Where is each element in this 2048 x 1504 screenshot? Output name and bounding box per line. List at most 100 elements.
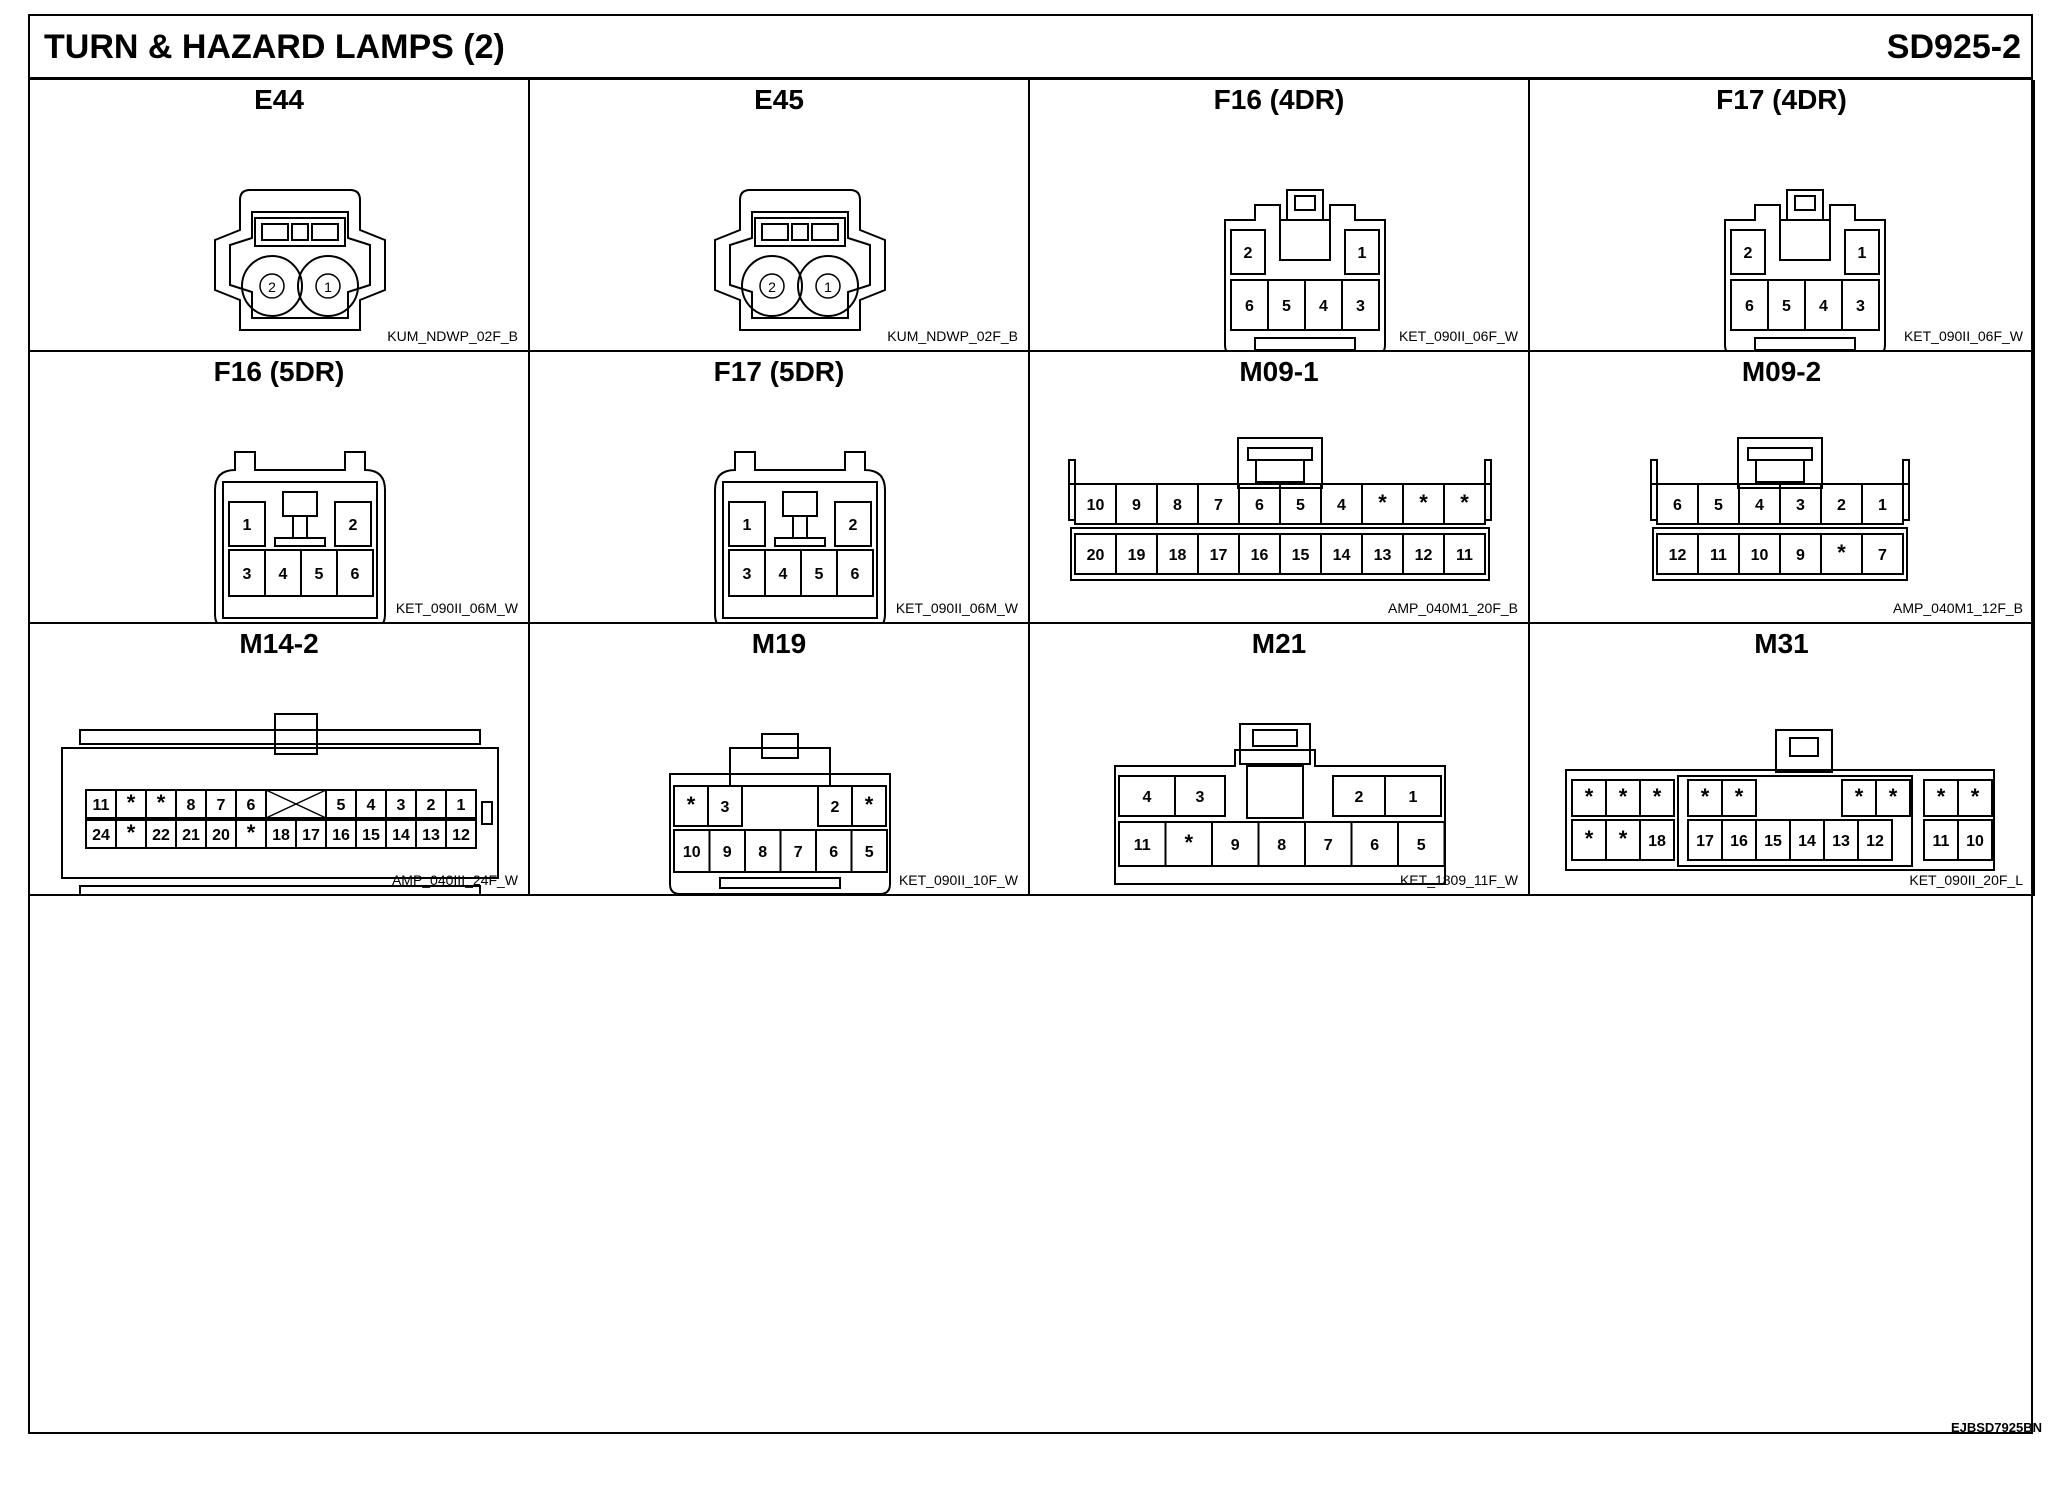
pin-cell: 22 <box>145 819 177 849</box>
connector-part-code: KET_090II_06F_W <box>1903 328 2023 344</box>
pin-label: * <box>127 790 136 815</box>
connector-name: F16 (4DR) <box>1213 84 1345 115</box>
pin-label: 1 <box>243 517 252 534</box>
pin-label: 11 <box>1933 833 1950 850</box>
pin-cell: 2 <box>1820 483 1863 525</box>
pin-label: 1 <box>1409 789 1418 806</box>
pin-cell: * <box>1875 779 1911 817</box>
pin-label: 20 <box>1087 547 1105 564</box>
pin-cell: * <box>1721 779 1757 817</box>
pin-label: 15 <box>362 827 380 844</box>
pin-cell: 7 <box>1304 821 1353 867</box>
pin-label: 4 <box>367 797 376 814</box>
pin-label: 5 <box>1282 298 1291 315</box>
pin-label: 13 <box>1832 833 1850 850</box>
pin-cell: 3 <box>1341 279 1380 331</box>
pin-label: 4 <box>1143 789 1152 806</box>
pin-label: 7 <box>1878 547 1887 564</box>
pin-cell: 2 <box>834 501 872 547</box>
pin-label: 4 <box>279 566 288 583</box>
pin-label: 6 <box>1370 837 1379 854</box>
pin-label: 18 <box>1169 547 1187 564</box>
pin-cell: 13 <box>415 819 447 849</box>
pin-cell: 4 <box>264 549 302 597</box>
pin-cell: 10 <box>1957 819 1993 861</box>
pin-label: 12 <box>452 827 470 844</box>
pin-cell: 3 <box>385 789 417 819</box>
pin-label: * <box>1419 490 1428 515</box>
pin-cell: 7 <box>779 829 817 873</box>
pin-cell: 5 <box>1279 483 1322 525</box>
pin-label: 9 <box>1132 497 1141 514</box>
pin-label: 14 <box>1798 833 1816 850</box>
connector-part-code: KET_090II_06M_W <box>895 600 1018 616</box>
pin-cell: 6 <box>1238 483 1281 525</box>
pin-cell: * <box>1402 483 1445 525</box>
pin-label: 1 <box>1878 497 1887 514</box>
pin-cell: 4 <box>764 549 802 597</box>
pin-cell: * <box>1841 779 1877 817</box>
pin-cell: 5 <box>1267 279 1306 331</box>
pin-cell: 5 <box>1397 821 1446 867</box>
pin-label: * <box>127 820 136 845</box>
pin-cell: 9 <box>708 829 746 873</box>
pin-label: 20 <box>212 827 230 844</box>
pin-label: 5 <box>815 566 824 583</box>
pin-label: 4 <box>1337 497 1346 514</box>
pin-label: 15 <box>1292 547 1310 564</box>
pin-label: * <box>687 792 696 817</box>
pin-label: * <box>1653 784 1662 809</box>
pin-label: 24 <box>92 827 110 844</box>
pin-label: 4 <box>1819 298 1828 315</box>
connector-part-code: KET_090II_20F_L <box>1909 872 2023 888</box>
pin-label: 3 <box>1796 497 1805 514</box>
connector-part-code: KET_090II_06M_W <box>395 600 518 616</box>
pin-label: 2 <box>1744 245 1753 262</box>
pin-cell: 5 <box>300 549 338 597</box>
pin-label: 2 <box>1355 789 1364 806</box>
pin-cell: 24 <box>85 819 117 849</box>
pin-cell: 4 <box>1320 483 1363 525</box>
pin-label: 2 <box>831 799 840 816</box>
pin-label: 1 <box>457 797 466 814</box>
connector-name: M09-2 <box>1741 356 1822 387</box>
pin-cell: 11 <box>1118 821 1167 867</box>
connector-name: E45 <box>754 84 804 115</box>
pin-cell: 10 <box>1738 533 1781 575</box>
pin-label: * <box>1937 784 1946 809</box>
pin-label: 11 <box>1456 547 1473 564</box>
pin-cell: 1 <box>297 255 359 317</box>
pin-label: * <box>1585 826 1594 851</box>
pin-label: 3 <box>397 797 406 814</box>
pin-label: * <box>1889 784 1898 809</box>
pin-cell: 16 <box>1721 819 1757 861</box>
connector-part-code: KUM_NDWP_02F_B <box>387 328 518 344</box>
pin-cell: * <box>1605 819 1641 861</box>
pin-label: 11 <box>1710 547 1727 564</box>
page-code: SD925-2 <box>1886 28 2021 66</box>
pin-cell: 2 <box>415 789 447 819</box>
pin-label: 3 <box>743 566 752 583</box>
pin-label: 5 <box>1714 497 1723 514</box>
pin-label: 6 <box>829 844 838 861</box>
pin-label: 16 <box>332 827 350 844</box>
pin-cell: 9 <box>1211 821 1260 867</box>
pin-label: 5 <box>1782 298 1791 315</box>
pin-cell: 5 <box>800 549 838 597</box>
connector-part-code: KET_090II_06F_W <box>1398 328 1518 344</box>
pin-label: 11 <box>1134 837 1151 854</box>
pin-label: 6 <box>1245 298 1254 315</box>
pin-label: 3 <box>1196 789 1205 806</box>
pin-cell: 1 <box>797 255 859 317</box>
pin-label: 8 <box>187 797 196 814</box>
pin-label: 13 <box>1374 547 1392 564</box>
pin-cell: 8 <box>1156 483 1199 525</box>
